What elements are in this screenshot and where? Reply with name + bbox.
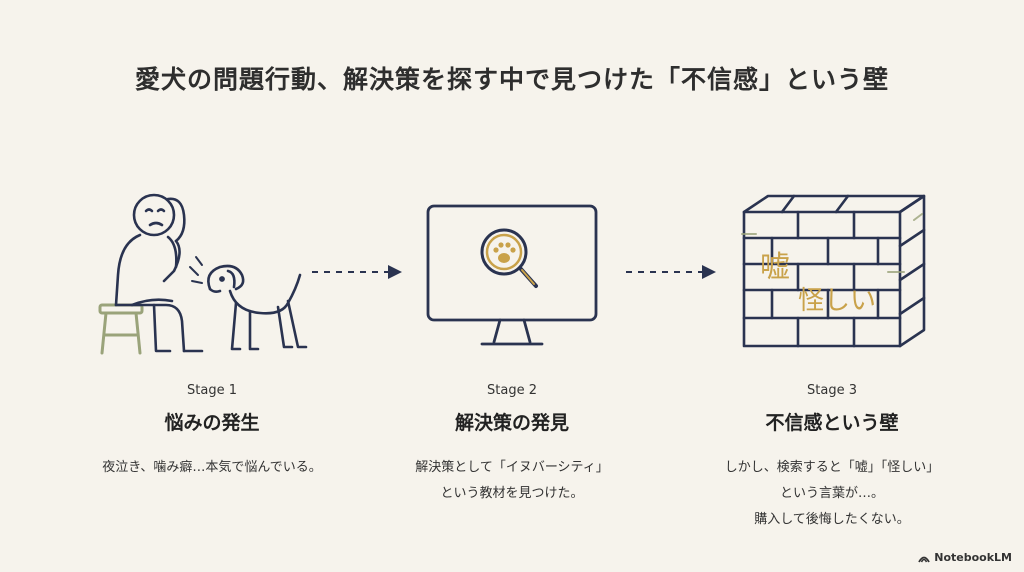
- description-line: 解決策として「イヌバーシティ」: [415, 460, 609, 475]
- notebooklm-logo-icon: [918, 556, 931, 562]
- wall-word-lie: 嘘: [760, 250, 790, 285]
- page-title: 愛犬の問題行動、解決策を探す中で見つけた「不信感」という壁: [134, 65, 889, 94]
- stage-label: Stage 1: [187, 383, 237, 398]
- brick-wall-illustration: [741, 194, 926, 348]
- flow-arrow: [312, 265, 402, 279]
- description-line: しかし、検索すると「嘘」「怪しい」: [724, 460, 940, 475]
- stage-label: Stage 2: [487, 383, 537, 398]
- stage-description: 解決策として「イヌバーシティ」 という教材を見つけた。: [362, 455, 662, 507]
- stage-label: Stage 3: [807, 383, 857, 398]
- dog-icon: [207, 264, 308, 351]
- worried-person-with-dog-illustration: [98, 193, 308, 355]
- stool-icon: [98, 303, 144, 355]
- wall-word-suspicious: 怪しい: [798, 286, 877, 316]
- description-line: という言葉が…。: [779, 486, 884, 501]
- description-line: 夜泣き、噛み癖…本気で悩んでいる。: [102, 460, 322, 475]
- stage-heading: 不信感という壁: [765, 412, 899, 434]
- person-icon: [114, 193, 204, 353]
- description-line: という教材を見つけた。: [440, 486, 584, 501]
- stage-description: しかし、検索すると「嘘」「怪しい」 という言葉が…。 購入して後悔したくない。: [682, 455, 982, 533]
- flow-arrow: [626, 265, 716, 279]
- stage-heading: 悩みの発生: [164, 412, 260, 434]
- description-line: 購入して後悔したくない。: [754, 512, 910, 527]
- stage-description: 夜泣き、噛み癖…本気で悩んでいる。: [62, 455, 362, 481]
- stage-heading: 解決策の発見: [454, 412, 569, 434]
- notebooklm-logo: NotebookLM: [918, 551, 1012, 564]
- monitor-icon: [426, 204, 598, 346]
- magnifier-paw-icon: [480, 228, 538, 288]
- brick-wall-icon: [742, 194, 926, 348]
- monitor-search-illustration: [426, 204, 598, 346]
- logo-text: NotebookLM: [934, 551, 1012, 564]
